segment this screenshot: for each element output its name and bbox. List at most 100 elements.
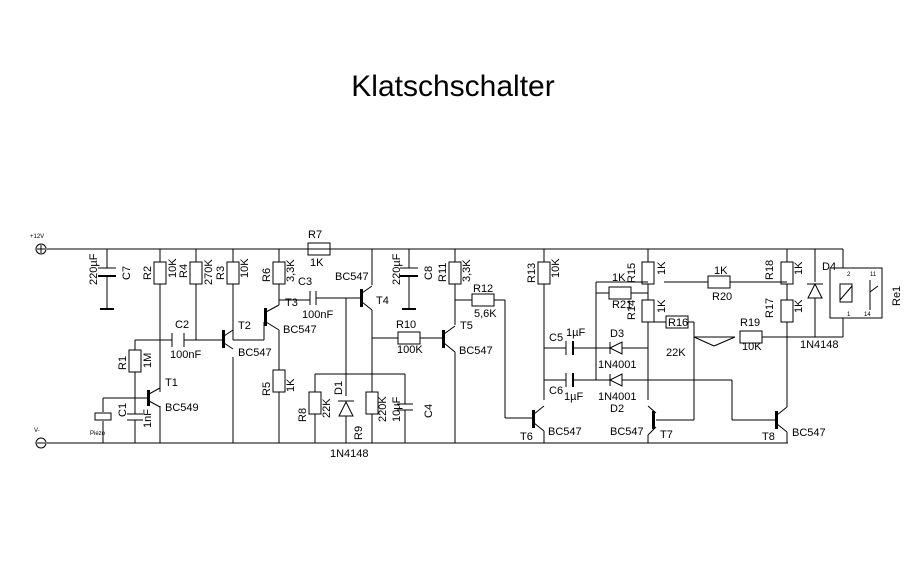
piezo-label: Piezo (90, 431, 106, 437)
r20-label: R20 (712, 291, 732, 303)
t3-value: BC547 (283, 324, 317, 336)
plus-rail-label: +12V (30, 234, 44, 240)
t5-value: BC547 (459, 345, 493, 357)
t1-value: BC549 (165, 402, 199, 414)
rails: +12V V- (30, 234, 843, 449)
r2-label: R2 (142, 266, 154, 280)
t6-value: BC547 (548, 426, 582, 438)
d3-label: D3 (610, 328, 624, 340)
r12-value: 5,6K (474, 308, 497, 320)
diagram-title: Klatschschalter (351, 70, 555, 103)
r4-value-10k: 10K (167, 258, 179, 278)
r13-label: R13 (526, 263, 538, 283)
c3-label: C3 (298, 276, 312, 288)
r12-label: R12 (473, 283, 493, 295)
r8-label: R8 (297, 408, 309, 422)
r9-value: 220K (377, 396, 389, 422)
t3-label: T3 (285, 297, 298, 309)
r14-label: R14 (626, 300, 638, 320)
t3-stage: T3 BC547 (264, 249, 360, 443)
r3-value: 10K (239, 258, 251, 278)
r16-label: R16 (668, 317, 688, 329)
r14-value: 1K (656, 299, 668, 313)
c8-capacitor (400, 249, 418, 310)
d1-value: 1N4148 (330, 448, 369, 460)
t4-stage: BC547 T4 1N4148 (308, 249, 442, 460)
r4-label: R4 (178, 264, 190, 278)
d2-value: 1N4001 (598, 391, 637, 403)
relay-stage: 2 11 1 14 D4 1N4148 Re1 (787, 248, 903, 351)
c8-value: 220µF (391, 253, 403, 285)
c2-label: C2 (175, 319, 189, 331)
t2-transistor: T2 BC547 (222, 320, 272, 359)
r6-value: 3,3K (285, 259, 297, 282)
c7-value: 220µF (88, 253, 100, 285)
r19-label: R19 (740, 317, 760, 329)
input-wires (94, 249, 265, 443)
r11-label: R11 (437, 263, 449, 282)
r7-resistor: R7 1K (307, 229, 331, 269)
c1-value: 1nF (142, 409, 154, 428)
c5-value: 1µF (566, 327, 585, 339)
t5-label: T5 (460, 320, 473, 332)
c5-label: C5 (549, 332, 563, 344)
r21-label: R21 (612, 299, 632, 311)
r6-label: R6 (261, 268, 273, 282)
svg-text:2: 2 (847, 272, 851, 278)
re1-label: Re1 (891, 286, 903, 306)
r15-label: R15 (626, 263, 638, 283)
r13-value: 10K (550, 258, 562, 278)
r19-value: 10K (742, 341, 762, 353)
r16-value: 22K (666, 347, 686, 359)
d2-label: D2 (610, 403, 624, 415)
t5-stage: T5 BC547 R12 5,6K (442, 249, 532, 443)
d1-label: D1 (333, 381, 345, 395)
t6-stage: C5 1µF C6 1µF T6 BC547 (520, 249, 596, 443)
t2-value: BC547 (238, 347, 272, 359)
r17-label: R17 (764, 298, 776, 318)
r10-label: R10 (396, 319, 416, 331)
c3-value: 100nF (302, 309, 333, 321)
r1-value: 1M (142, 353, 154, 368)
r1-label: R1 (117, 356, 129, 370)
r15-value: 1K (656, 261, 668, 275)
t4-value: BC547 (335, 271, 369, 283)
c4-label: C4 (423, 404, 435, 418)
r8-value: 22K (321, 398, 333, 418)
t1-transistor: T1 BC549 (147, 377, 199, 414)
minus-rail-label: V- (34, 428, 40, 434)
t8-value: BC547 (792, 427, 826, 439)
c6-value: 1µF (564, 391, 583, 403)
r18-value: 1K (793, 261, 805, 275)
r5-value: 1K (285, 378, 297, 392)
d4-value: 1N4148 (800, 339, 839, 351)
r20-value: 1K (714, 265, 728, 277)
r11-value: 3,3K (461, 259, 473, 282)
svg-text:14: 14 (864, 312, 871, 318)
t6-label: T6 (520, 431, 533, 443)
c7-capacitor: 220µF C7 (88, 249, 133, 310)
t1-label: T1 (165, 377, 178, 389)
c2-value: 100nF (170, 349, 201, 361)
component-labels: R2 10K R4 270K R3 10K R6 3,3K C3 100nF 2… (90, 253, 562, 440)
svg-text:1: 1 (847, 312, 851, 318)
r21-value: 1K (612, 272, 626, 284)
r10-value: 100K (397, 344, 423, 356)
d4-label: D4 (822, 261, 836, 273)
r7-label: R7 (308, 229, 322, 241)
c4-value: 10µF (391, 396, 403, 422)
t2-label: T2 (238, 320, 251, 332)
d3-value: 1N4001 (598, 359, 637, 371)
flipflop-stage: 1K R21 R15 1K R14 1K D3 1N4001 1N4001 D2… (595, 249, 826, 443)
r9-label: R9 (353, 426, 365, 440)
svg-text:11: 11 (870, 272, 877, 278)
r4-value-270k: 270K (203, 259, 215, 285)
c6-label: C6 (549, 385, 563, 397)
c8-label: C8 (423, 266, 435, 280)
r7-value: 1K (310, 257, 324, 269)
t7-value: BC547 (610, 426, 644, 438)
r3-label: R3 (215, 266, 227, 280)
c7-label: C7 (121, 266, 133, 280)
r18-label: R18 (764, 260, 776, 280)
